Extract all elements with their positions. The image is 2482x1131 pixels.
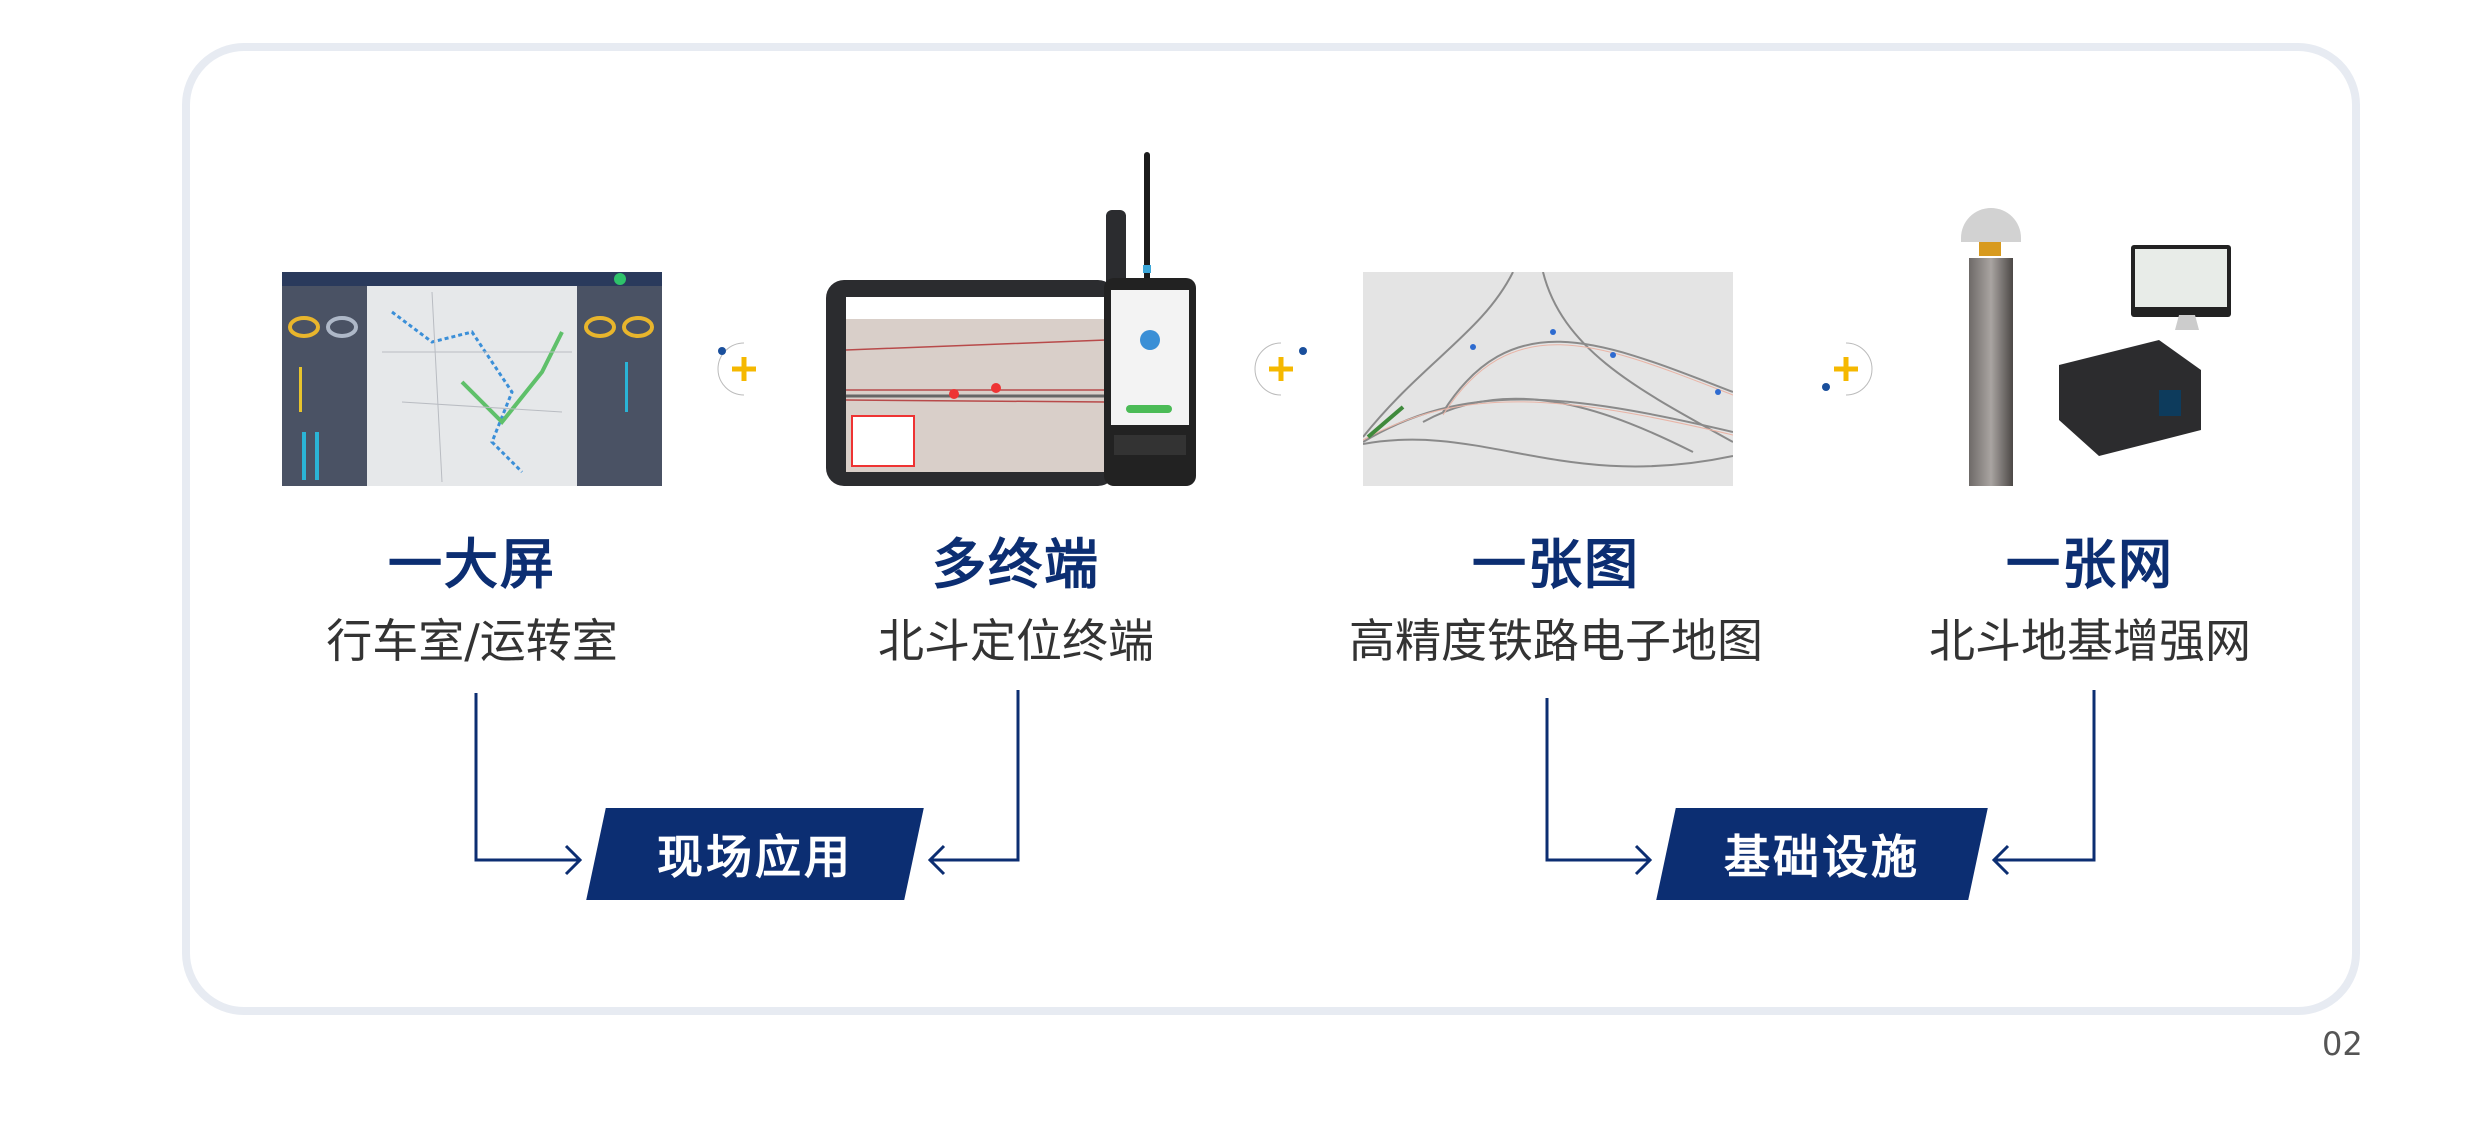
- gnss-reference-station-image: [1939, 190, 2239, 486]
- terminal-devices-image: [826, 150, 1196, 486]
- plus-icon: [1253, 341, 1309, 397]
- plus-icon: [1818, 341, 1874, 397]
- arrow-left-group-1: [474, 693, 583, 876]
- badge-infrastructure: 基础设施: [1656, 808, 1988, 900]
- rail-map-image: [1363, 272, 1733, 486]
- dashboard-screen-image: [282, 272, 662, 486]
- item-title: 一大屏: [388, 533, 556, 596]
- item-title: 一张网: [2006, 533, 2174, 596]
- item-subtitle: 北斗定位终端: [878, 614, 1154, 668]
- item-title: 多终端: [932, 533, 1100, 596]
- page-number: 02: [2322, 1025, 2363, 1063]
- item-subtitle: 高精度铁路电子地图: [1349, 614, 1763, 668]
- badge-field-application: 现场应用: [586, 808, 924, 900]
- content-card: [182, 43, 2360, 1015]
- badge-label: 基础设施: [1724, 830, 1920, 884]
- item-subtitle: 北斗地基增强网: [1929, 614, 2251, 668]
- item-title: 一张图: [1472, 533, 1640, 596]
- badge-label: 现场应用: [657, 830, 853, 884]
- arrow-right-group-2: [1991, 690, 2096, 876]
- arrow-right-group-1: [1545, 698, 1653, 876]
- plus-icon: [716, 341, 772, 397]
- arrow-left-group-2: [927, 690, 1020, 876]
- item-subtitle: 行车室/运转室: [326, 614, 618, 668]
